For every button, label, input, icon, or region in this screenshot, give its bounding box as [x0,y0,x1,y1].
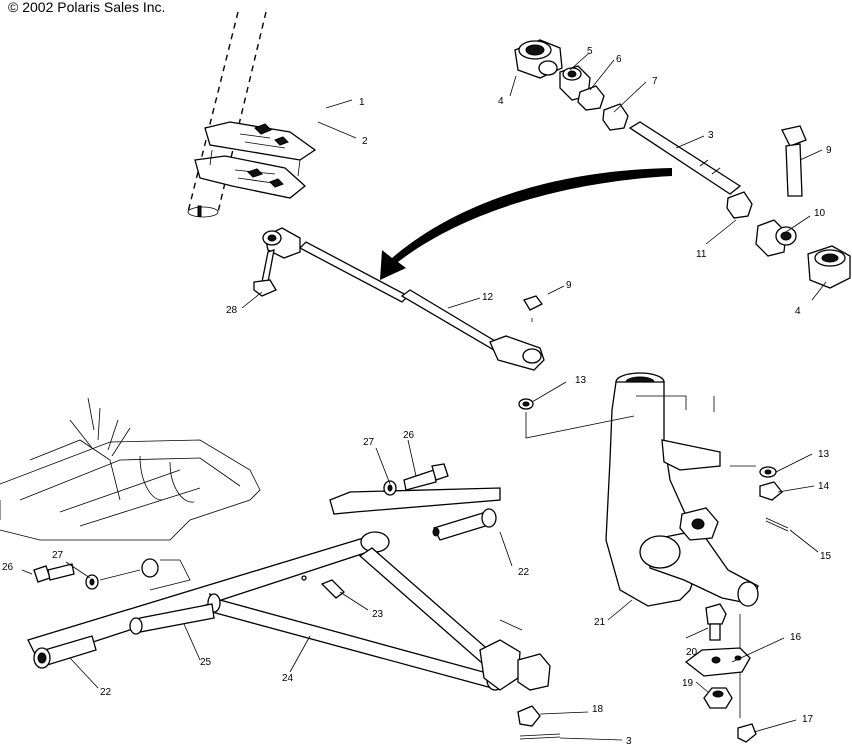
callout-22-left: 22 [100,687,112,698]
bolt-17 [737,723,757,743]
washer-13-right [759,466,777,478]
grease-fitting-23 [301,575,345,599]
callout-4-lower: 4 [795,306,801,317]
callout-13-right: 13 [818,449,830,460]
callout-8: 3 [708,130,714,141]
callout-23: 23 [372,609,384,620]
callout-5: 5 [587,46,593,57]
callout-2: 2 [362,136,368,147]
callout-9-upper: 9 [826,145,832,156]
cotter-pin-3 [519,733,561,740]
nut-20 [705,603,727,641]
callout-16: 16 [790,632,802,643]
ball-joint-10 [755,219,797,257]
callout-1: 1 [359,97,365,108]
nut-14 [759,481,783,501]
callout-25: 25 [200,657,212,668]
callout-26-lower: 26 [2,562,14,573]
washer-27-lower [85,574,99,590]
callout-26-upper: 26 [403,430,415,441]
nut-11 [726,191,753,219]
steering-post [187,11,267,218]
callout-17: 17 [802,714,814,725]
callout-19: 19 [682,678,694,689]
cotter-pin-9 [523,295,543,322]
callout-11: 11 [696,249,707,260]
callout-12: 12 [482,292,494,303]
nut-18 [517,705,541,727]
callout-4-upper: 4 [498,96,504,107]
callout-13-left: 13 [575,375,587,386]
bolt-9-upper [781,125,807,197]
assembly-arrow [380,168,672,280]
tie-rod-12 [262,227,545,371]
upper-mounting-sleeve [329,487,501,515]
a-arm-24 [27,531,551,691]
callout-10: 10 [814,208,826,219]
callout-leaders [21,53,827,741]
cotter-pin-15 [765,517,789,532]
callout-7: 7 [652,76,658,87]
bushing-22-left [33,635,97,669]
copyright-notice: © 2002 Polaris Sales Inc. [8,0,166,15]
callout-21: 21 [594,617,606,628]
callout-6: 6 [616,54,622,65]
callout-27-upper: 27 [363,437,375,448]
frame-mount-tab [99,558,159,581]
jam-nut-6 [577,85,605,111]
spindle-21 [605,372,759,607]
bolt-26-upper [403,463,449,491]
tie-rod-boot-4-upper [514,39,563,79]
bolt-28 [253,249,277,297]
washer-13-left [518,398,534,410]
callout-20: 20 [686,647,698,658]
callout-14: 14 [818,481,830,492]
bolt-26-lower [33,563,75,583]
tie-rod-sleeve-8 [628,121,742,195]
callout-24: 24 [282,673,294,684]
callout-9-lower: 9 [566,280,572,291]
washer-27-upper [383,480,397,496]
adjuster-7 [602,103,629,131]
callout-27-lower: 27 [52,550,64,561]
tie-rod-boot-4-lower [807,245,851,289]
callout-3: 3 [626,736,632,747]
steering-post-clamp [194,121,317,199]
ball-joint-19 [703,687,733,709]
frame-section [0,397,261,591]
callout-22-right: 22 [518,567,530,578]
callout-15: 15 [820,551,832,562]
callout-28: 28 [226,305,238,316]
callout-18: 18 [592,704,604,715]
bushing-22-right [432,508,497,541]
callout-labels: 1 2 4 5 6 7 3 9 10 11 4 12 9 28 13 13 14… [2,46,832,747]
